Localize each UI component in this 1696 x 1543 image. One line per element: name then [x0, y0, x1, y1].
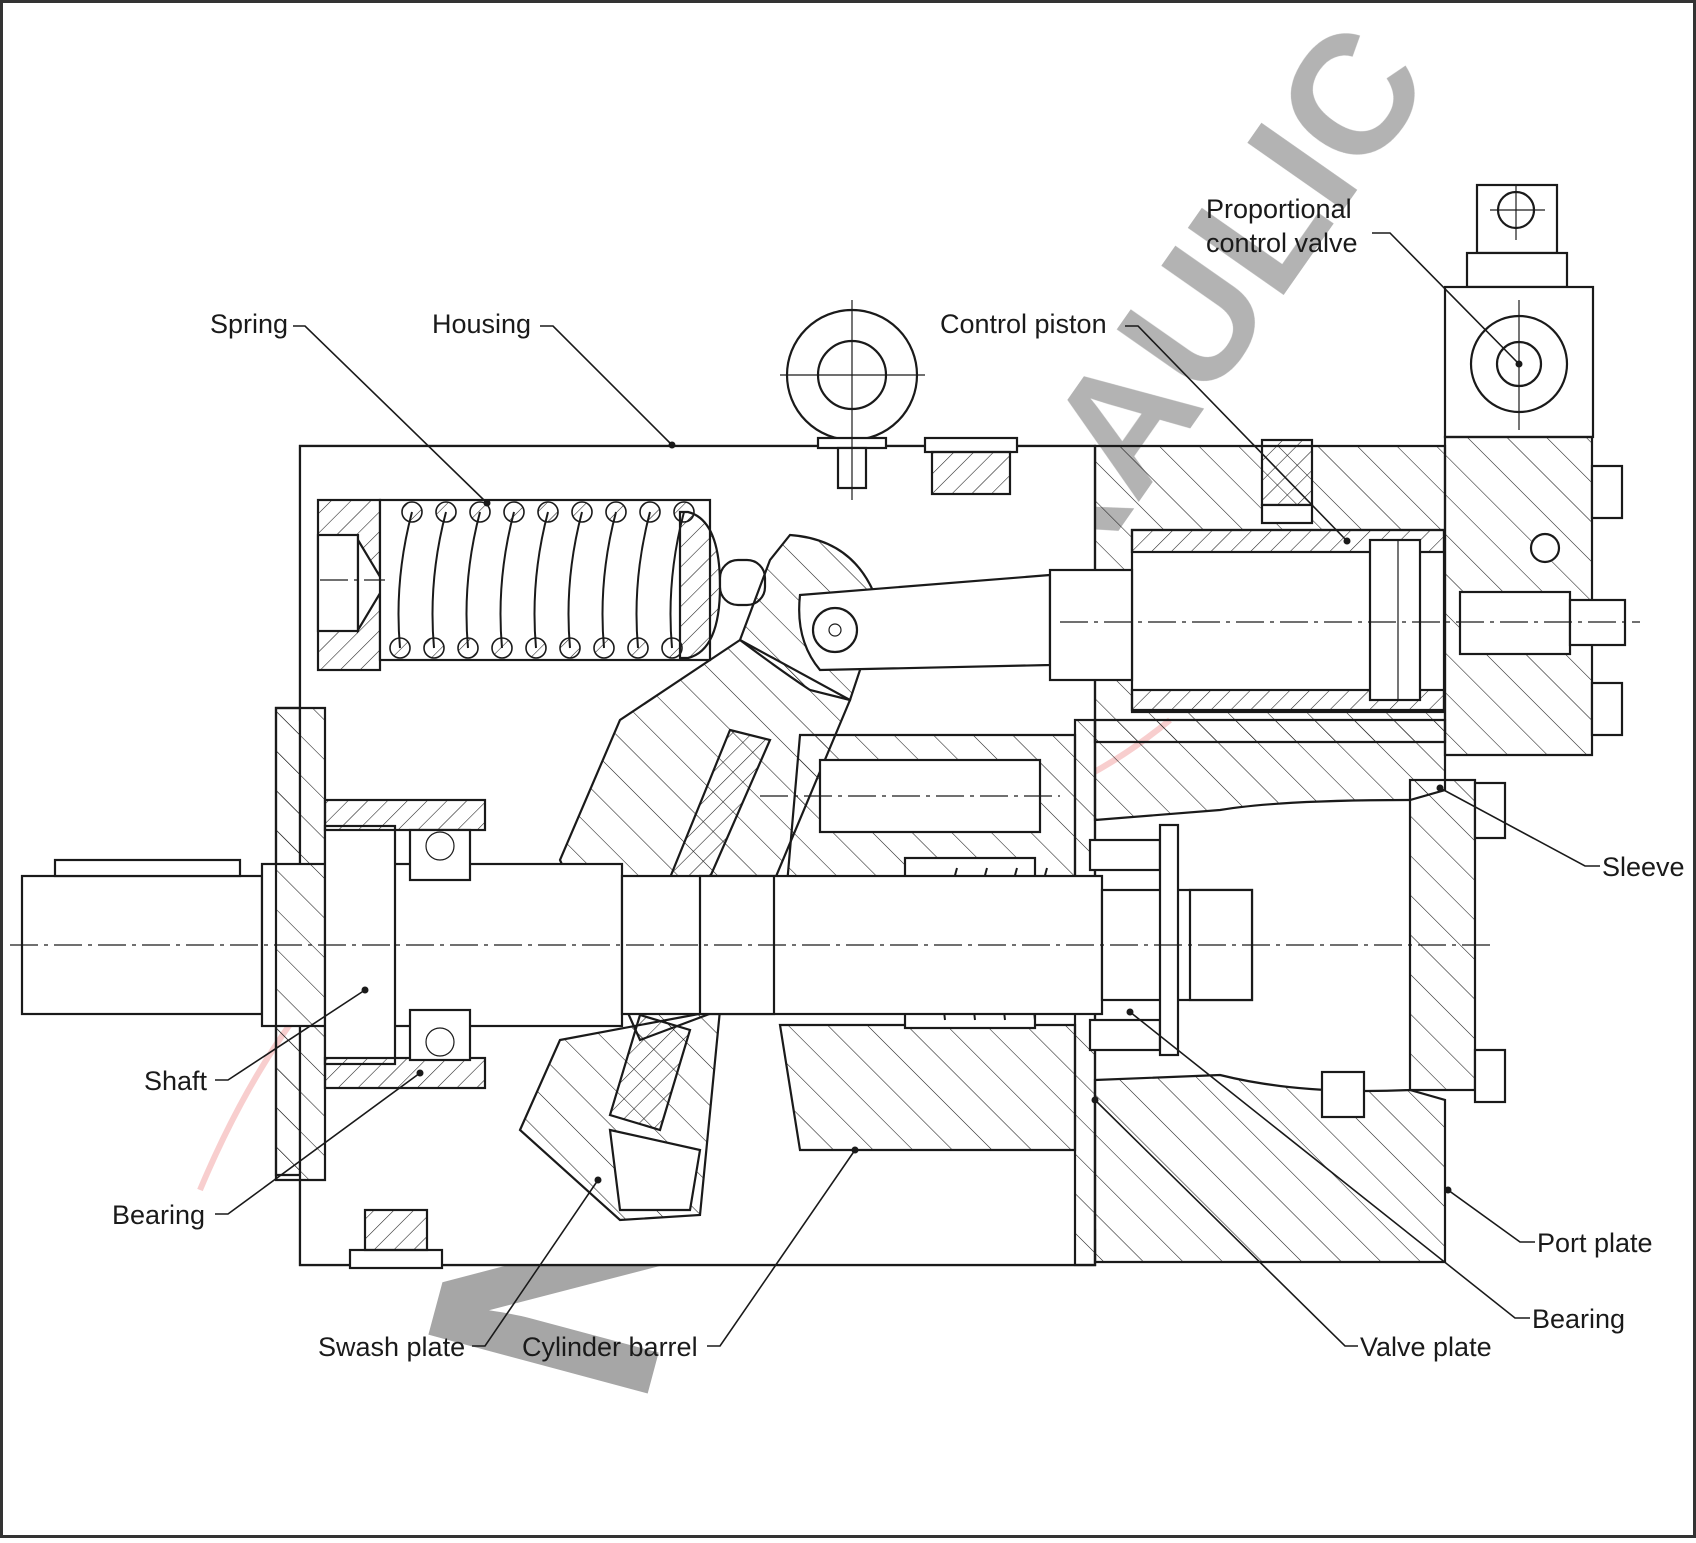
spring-coil — [397, 511, 413, 649]
spring-coil-section — [627, 637, 649, 659]
spring-coil-section — [401, 501, 423, 523]
spring-assembly — [316, 498, 767, 672]
spring-coil-section — [457, 637, 479, 659]
right-bearing — [1088, 823, 1180, 1057]
spring-coil-section — [525, 637, 547, 659]
spring-coil-section — [605, 501, 627, 523]
label-shaft: Shaft — [144, 1066, 208, 1096]
shaft — [20, 858, 1254, 1028]
label-port-plate: Port plate — [1537, 1228, 1653, 1258]
top-plug — [923, 436, 1019, 496]
label-bearing-left: Bearing — [112, 1200, 205, 1230]
drain-plug — [348, 1208, 444, 1270]
spring-coil-section — [503, 501, 525, 523]
spring-coil — [465, 511, 481, 649]
leader-lines — [215, 232, 1600, 1347]
valve-plate — [1073, 718, 1447, 1267]
spring-coil-section — [423, 637, 445, 659]
spring-coil-section — [389, 637, 411, 659]
spring-coil — [635, 511, 651, 649]
spring-coil-section — [537, 501, 559, 523]
spring-coil-section — [469, 501, 491, 523]
port-plate — [1320, 778, 1507, 1119]
spring-coil-section — [435, 501, 457, 523]
spring-coil-section — [491, 637, 513, 659]
spring-coil — [431, 511, 447, 649]
spring-coil — [567, 511, 583, 649]
control-block — [1048, 438, 1447, 744]
spring-coil-section — [571, 501, 593, 523]
label-proportional-control-valve-2: control valve — [1206, 228, 1358, 258]
label-valve-plate: Valve plate — [1360, 1332, 1492, 1362]
spring-coil — [499, 511, 515, 649]
label-proportional-control-valve-1: Proportional — [1206, 194, 1352, 224]
label-housing: Housing — [432, 309, 531, 339]
label-cylinder-barrel: Cylinder barrel — [522, 1332, 698, 1362]
spring-coil-section — [559, 637, 581, 659]
spring-coil — [601, 511, 617, 649]
label-control-piston: Control piston — [940, 309, 1107, 339]
label-spring: Spring — [210, 309, 288, 339]
front-flange — [274, 706, 487, 1182]
spring-coils — [389, 501, 695, 659]
lifting-eye — [780, 300, 925, 500]
label-bearing-right: Bearing — [1532, 1304, 1625, 1334]
spring-coil — [533, 511, 549, 649]
proportional-valve — [1443, 183, 1627, 757]
spring-coil-section — [593, 637, 615, 659]
spring-coil-section — [639, 501, 661, 523]
label-swash-plate: Swash plate — [318, 1332, 465, 1362]
label-sleeve: Sleeve — [1602, 852, 1685, 882]
